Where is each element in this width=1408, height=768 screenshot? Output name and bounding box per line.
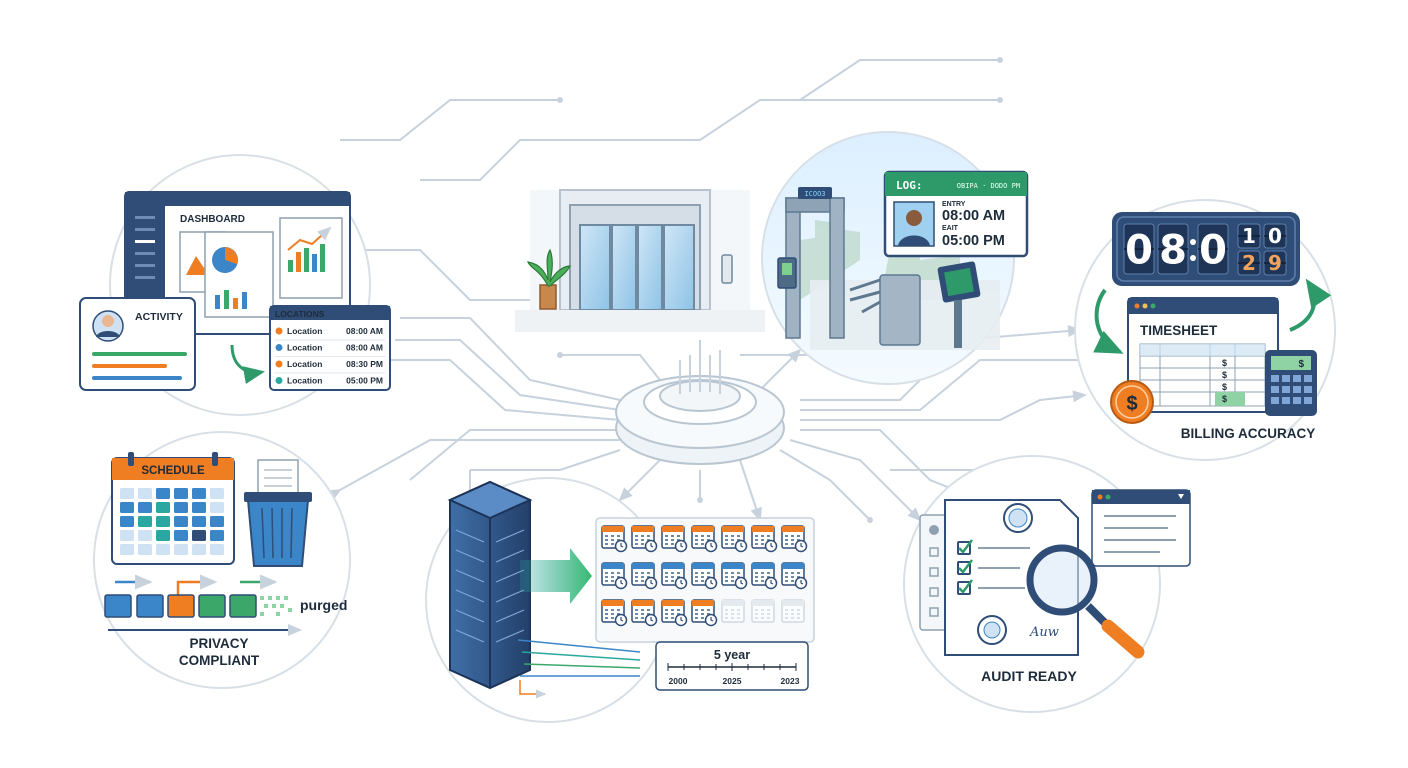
entry-label: ENTRY (942, 201, 966, 208)
location-row-time: 05:00 PM (346, 376, 383, 386)
privacy-compliant-panel: SCHEDULE purged PRIVACY COMPLIANT (93, 431, 351, 689)
calendar-icon (601, 525, 628, 553)
clock-digit: 0 (1268, 224, 1282, 248)
dollar-cell-3: $ (1222, 382, 1227, 392)
year-mid: 2025 (723, 676, 742, 686)
calendar-icon (751, 525, 778, 553)
central-hub (615, 345, 785, 465)
location-row-label: Location (287, 376, 322, 386)
calendar-icon (631, 599, 658, 627)
dollar-cell-2: $ (1222, 370, 1227, 380)
location-row-label: Location (287, 343, 322, 353)
dashboard-title: DASHBOARD (180, 214, 245, 225)
dollar-cell-4: $ (1222, 394, 1227, 404)
purged-label: purged (300, 597, 347, 613)
calendar-icon (691, 525, 718, 553)
calendar-icon (601, 599, 628, 627)
location-pin-icon (275, 377, 283, 384)
location-row-time: 08:00 AM (346, 343, 383, 353)
audit-ready-panel: Auw AUDIT READY (903, 455, 1191, 713)
clock-digit: 9 (1268, 251, 1282, 275)
calendar-icon (601, 562, 628, 590)
clock-digit: 1 (1242, 224, 1256, 248)
gate-display: ICOO3 (804, 190, 825, 198)
timesheet-title: TIMESHEET (1140, 323, 1218, 338)
access-control-panel: ICOO3 LOG: OBIPA · DODO PM ENTRY 08:00 A… (761, 131, 1029, 385)
location-pin-icon (275, 360, 283, 368)
activity-card: ACTIVITY (79, 297, 265, 391)
calendar-icon (721, 525, 748, 553)
calendar-icon (781, 562, 808, 590)
log-header: OBIPA · DODO PM (957, 182, 1020, 190)
calendar-icon (721, 562, 748, 590)
privacy-caption-line2: COMPLIANT (179, 653, 260, 668)
clock-digit: 8 (1159, 227, 1187, 273)
clock-digit: 0 (1199, 227, 1227, 273)
audit-signature: Auw (1029, 625, 1059, 640)
exit-time: 05:00 PM (942, 233, 1005, 249)
clock-digit: 0 (1125, 227, 1153, 273)
calendar-icon (691, 562, 718, 590)
location-pin-icon (275, 327, 283, 335)
year-end: 2023 (781, 676, 800, 686)
location-row-label: Location (287, 326, 322, 336)
log-title: LOG: (896, 179, 923, 192)
calendar-icon (631, 562, 658, 590)
calendar-icon (661, 562, 688, 590)
coin-symbol: $ (1126, 393, 1137, 415)
calendar-icon (781, 599, 805, 623)
entry-time: 08:00 AM (942, 208, 1005, 224)
calendar-icon (631, 525, 658, 553)
location-row-time: 08:30 PM (346, 359, 383, 369)
exit-label: EAIT (942, 225, 959, 232)
calendar-icon (691, 599, 718, 627)
calendar-icon (661, 525, 688, 553)
schedule-title: SCHEDULE (141, 465, 205, 477)
calendar-icon (751, 562, 778, 590)
calendar-icon (661, 599, 688, 627)
locations-title: LOCATIONS (275, 309, 325, 319)
calculator-display: $ (1298, 359, 1304, 370)
building-entrance-illustration (515, 189, 765, 332)
retention-period: 5 year (714, 648, 750, 662)
location-row-label: Location (287, 359, 322, 369)
billing-caption: BILLING ACCURACY (1181, 426, 1316, 441)
calendar-icon (721, 599, 745, 623)
clock-digit: 2 (1242, 251, 1256, 275)
locations-card: LOCATIONS Location 08:00 AM Location 08:00 … (269, 305, 391, 391)
calendar-icon (751, 599, 775, 623)
location-row-time: 08:00 AM (346, 326, 383, 336)
activity-label: ACTIVITY (135, 311, 183, 323)
location-pin-icon (275, 344, 283, 351)
data-retention-panel: 5 year 2000 2025 2023 (425, 477, 815, 723)
year-start: 2000 (669, 676, 688, 686)
audit-caption: AUDIT READY (981, 668, 1077, 684)
privacy-caption-line1: PRIVACY (189, 636, 248, 651)
dollar-cell-1: $ (1222, 358, 1227, 368)
calendar-icon (781, 525, 808, 553)
